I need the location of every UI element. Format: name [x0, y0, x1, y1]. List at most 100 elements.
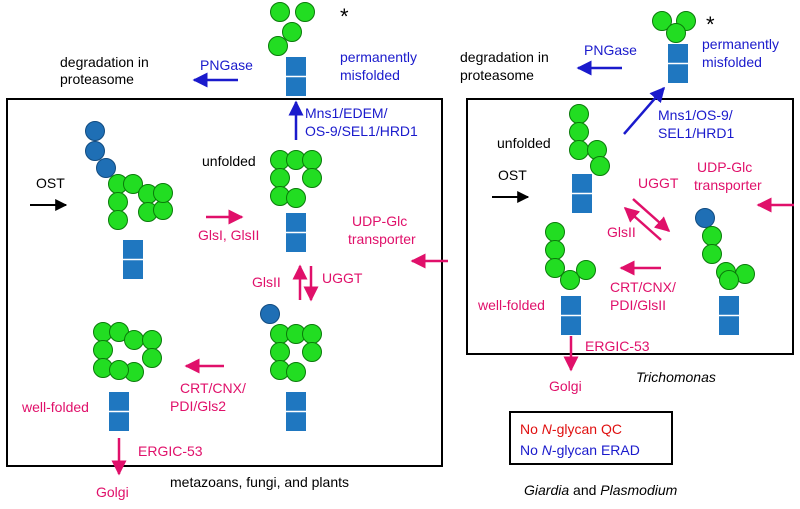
- glucose-residue: [260, 304, 280, 324]
- giardia-box: [509, 411, 673, 465]
- misfolded-label-line1: permanently: [340, 49, 417, 65]
- erad-enzymes-line1: Mns1/EDEM/: [305, 105, 388, 121]
- mannose-residue: [545, 258, 565, 278]
- crt-label-line1: CRT/CNX/: [180, 380, 246, 396]
- mannose-residue: [666, 23, 686, 43]
- well-folded-glycan-glcnac: [109, 392, 129, 411]
- well-folded-glycan-glcnac: [109, 412, 129, 431]
- mannose-residue: [295, 2, 315, 22]
- r-monoglucosylated-glycan-glcnac: [719, 316, 739, 335]
- mannose-residue: [302, 168, 322, 188]
- trimmed-glycan-glcnac: [286, 213, 306, 232]
- r-misfolded-label-line2: misfolded: [702, 54, 762, 70]
- r-unfolded-glycan-glcnac: [572, 194, 592, 213]
- mannose-residue: [702, 244, 722, 264]
- mannose-residue: [569, 122, 589, 142]
- r-golgi-label: Golgi: [549, 378, 582, 394]
- glucose-residue: [85, 121, 105, 141]
- r-degradation-label-line1: degradation in: [460, 49, 549, 65]
- r-well-folded-glycan-glcnac: [561, 296, 581, 315]
- unfolded-label: unfolded: [202, 153, 256, 169]
- degradation-label-line1: degradation in: [60, 54, 149, 70]
- r-ergic-label: ERGIC-53: [585, 338, 650, 354]
- er-box-right: [466, 98, 794, 355]
- misfolded-glycan-glcnac: [286, 57, 306, 76]
- udp-glc-label-line2: transporter: [348, 231, 416, 247]
- no-glycan-erad: No N-glycan ERAD: [520, 442, 640, 458]
- misfolded-glycan-glcnac: [286, 77, 306, 96]
- mannose-residue: [569, 104, 589, 124]
- trimmed-glycan-glcnac: [286, 233, 306, 252]
- mannose-residue: [153, 183, 173, 203]
- mannose-residue: [569, 140, 589, 160]
- misfolded-asterisk: *: [340, 4, 349, 29]
- mannose-residue: [302, 342, 322, 362]
- glycan-structures: [85, 2, 755, 431]
- r-misfolded-asterisk: *: [706, 12, 715, 37]
- r-misfolded-label-line1: permanently: [702, 36, 779, 52]
- ost-label: OST: [36, 175, 65, 191]
- mannose-residue: [545, 222, 565, 242]
- mannose-residue: [268, 36, 288, 56]
- r-degradation-label-line2: proteasome: [460, 67, 534, 83]
- r-misfolded-glycan-glcnac: [668, 44, 688, 63]
- r-ost-label: OST: [498, 167, 527, 183]
- glsii-label: GlsII: [252, 274, 281, 290]
- glucosidase-label: GlsI, GlsII: [198, 227, 259, 243]
- glucose-residue: [96, 158, 116, 178]
- r-well-folded-glycan-glcnac: [561, 316, 581, 335]
- r-glsii-arrow: [623, 207, 662, 241]
- mannose-residue: [286, 188, 306, 208]
- r-well-folded-label: well-folded: [477, 297, 545, 313]
- r-udp-glc-label-line2: transporter: [694, 177, 762, 193]
- r-crt-label-line1: CRT/CNX/: [610, 279, 676, 295]
- misfolded-label-line2: misfolded: [340, 67, 400, 83]
- pngase-label: PNGase: [200, 57, 253, 73]
- r-erad-arrow: [623, 86, 665, 135]
- mannose-residue: [652, 11, 672, 31]
- r-erad-enzymes-line2: SEL1/HRD1: [658, 125, 734, 141]
- left-panel-caption: metazoans, fungi, and plants: [170, 474, 349, 490]
- r-glsii-label: GlsII: [607, 224, 636, 240]
- mannose-residue: [576, 260, 596, 280]
- degradation-label-line2: proteasome: [60, 71, 134, 87]
- mannose-residue: [302, 150, 322, 170]
- r-uggt-label: UGGT: [638, 175, 679, 191]
- r-misfolded-glycan-glcnac: [668, 64, 688, 83]
- crt-label-line2: PDI/Gls2: [170, 398, 226, 414]
- mannose-residue: [124, 330, 144, 350]
- mannose-residue: [108, 210, 128, 230]
- mannose-residue: [719, 270, 739, 290]
- mannose-residue: [302, 324, 322, 344]
- r-monoglucosylated-glycan-glcnac: [719, 296, 739, 315]
- mannose-residue: [282, 22, 302, 42]
- mannose-residue: [560, 270, 580, 290]
- udp-glc-label-line1: UDP-Glc: [352, 213, 407, 229]
- glucose-residue: [85, 141, 105, 161]
- mannose-residue: [590, 156, 610, 176]
- r-unfolded-label: unfolded: [497, 135, 551, 151]
- ergic-label: ERGIC-53: [138, 443, 203, 459]
- monoglucosylated-glycan-glcnac: [286, 412, 306, 431]
- mannose-residue: [142, 348, 162, 368]
- unfolded-glycan-glcnac: [123, 240, 143, 259]
- erad-enzymes-line2: OS-9/SEL1/HRD1: [305, 123, 418, 139]
- mannose-residue: [286, 362, 306, 382]
- mannose-residue: [109, 360, 129, 380]
- well-folded-label: well-folded: [21, 399, 89, 415]
- mannose-residue: [142, 330, 162, 350]
- golgi-label: Golgi: [96, 484, 129, 500]
- mannose-residue: [702, 226, 722, 246]
- mannose-residue: [93, 340, 113, 360]
- r-erad-enzymes-line1: Mns1/OS-9/: [658, 107, 733, 123]
- r-uggt-arrow: [632, 198, 671, 232]
- r-unfolded-glycan-glcnac: [572, 174, 592, 193]
- glucose-residue: [695, 208, 715, 228]
- mannose-residue: [270, 2, 290, 22]
- r-crt-label-line2: PDI/GlsII: [610, 297, 666, 313]
- er-box-left: [6, 98, 443, 467]
- mannose-residue: [270, 342, 290, 362]
- mannose-residue: [270, 168, 290, 188]
- no-glycan-qc: No N-glycan QC: [520, 421, 622, 437]
